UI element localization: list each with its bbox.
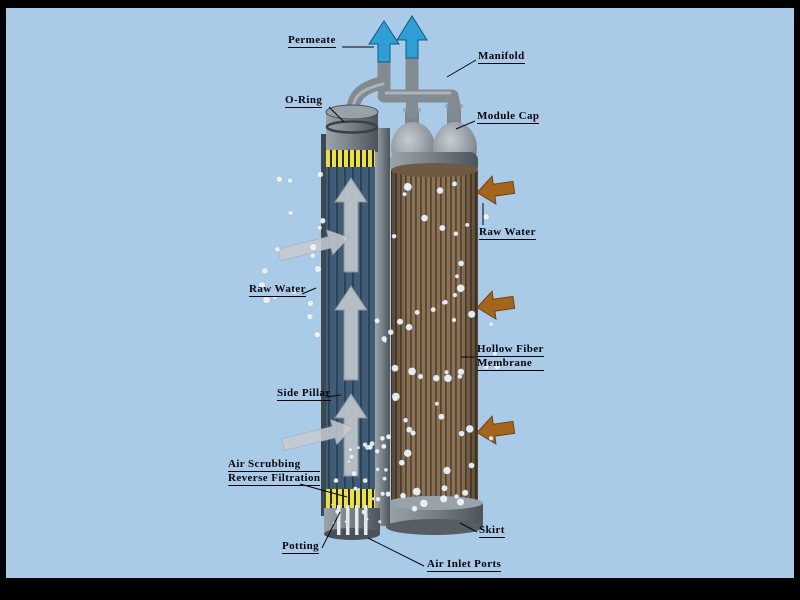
label-skirt: Skirt bbox=[479, 524, 505, 538]
permeate-arrow-icon bbox=[396, 15, 428, 59]
label-air-inlet-ports: Air Inlet Ports bbox=[427, 558, 502, 572]
label-raw-water-left: Raw Water bbox=[249, 283, 306, 297]
permeate-arrows bbox=[368, 15, 428, 63]
label-manifold: Manifold bbox=[478, 50, 525, 64]
label-potting: Potting bbox=[282, 540, 320, 554]
label-raw-water-right: Raw Water bbox=[479, 226, 536, 240]
label-air-scrubbing: Air Scrubbing Reverse Filtration bbox=[228, 458, 321, 486]
internal-flow-arrows bbox=[334, 177, 368, 477]
label-permeate: Permeate bbox=[288, 34, 336, 48]
raw-water-arrows bbox=[476, 175, 516, 445]
right-module bbox=[386, 102, 483, 535]
side-pillar bbox=[375, 128, 390, 526]
air-bubbles bbox=[258, 171, 501, 525]
raw-water-arrow-icon bbox=[476, 175, 516, 205]
potting-top bbox=[326, 150, 375, 167]
label-hollow-fiber-membrane: Hollow Fiber Membrane bbox=[477, 343, 544, 371]
raw-water-arrow-icon bbox=[476, 415, 516, 445]
label-module-cap: Module Cap bbox=[477, 110, 540, 124]
permeate-arrow-icon bbox=[368, 20, 400, 63]
potting-bottom bbox=[326, 489, 375, 508]
label-side-pillar: Side Pillar bbox=[277, 387, 331, 401]
raw-water-arrow-icon bbox=[476, 290, 516, 320]
o-ring bbox=[325, 120, 379, 134]
leader-lines bbox=[299, 46, 484, 567]
label-o-ring: O-Ring bbox=[285, 94, 323, 108]
feed-beam-arrow-icon bbox=[281, 419, 354, 451]
